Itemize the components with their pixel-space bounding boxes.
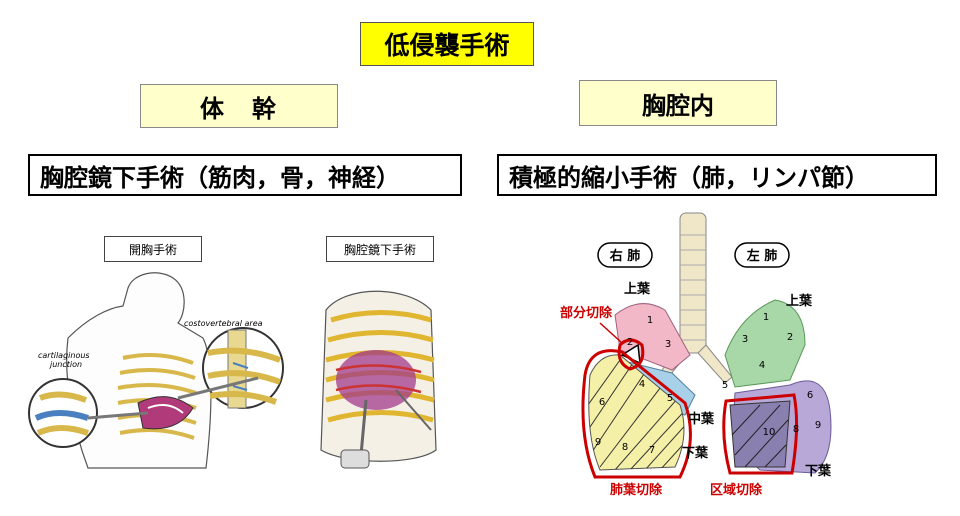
label-costovertebral: costovertebral area (184, 319, 263, 328)
seg-l-8: 8 (793, 424, 799, 435)
label-upper-lobe-left: 上葉 (786, 293, 813, 309)
seg-l-1: 1 (763, 312, 769, 323)
seg-r-2: 2 (627, 337, 633, 348)
label-segmentectomy: 区域切除 (710, 482, 763, 498)
seg-l-4: 4 (759, 360, 765, 371)
label-cartilaginous: cartilaginous (38, 351, 90, 360)
label-right-lung: 右 肺 (609, 248, 641, 264)
seg-l-5: 5 (722, 380, 728, 391)
main-title: 低侵襲手術 (360, 22, 534, 66)
seg-r-8: 8 (622, 442, 628, 453)
seg-r-5: 5 (667, 393, 673, 404)
label-lower-lobe-right: 下葉 (682, 445, 709, 461)
subtitle-limited-resection: 積極的縮小手術（肺，リンパ節） (497, 154, 937, 196)
label-lobectomy: 肺葉切除 (610, 482, 663, 498)
label-lower-lobe-left: 下葉 (805, 463, 832, 479)
category-intrathoracic: 胸腔内 (579, 80, 777, 126)
label-junction: junction (49, 360, 82, 369)
seg-l-6: 6 (807, 390, 813, 401)
seg-r-3: 3 (665, 339, 671, 350)
label-upper-lobe-right: 上葉 (624, 281, 651, 297)
seg-l-10: 10 (763, 427, 776, 438)
seg-r-4: 4 (639, 379, 645, 390)
seg-l-2: 2 (787, 332, 793, 343)
seg-l-9: 9 (815, 420, 821, 431)
label-left-lung: 左 肺 (747, 248, 778, 264)
open-thoracotomy-illustration: costovertebral area cartilaginous juncti… (28, 272, 284, 469)
seg-r-1: 1 (647, 315, 653, 326)
seg-r-6: 6 (599, 397, 605, 408)
caption-open-thoracotomy: 開胸手術 (104, 236, 202, 262)
category-trunk: 体 幹 (140, 84, 338, 128)
label-middle-lobe: 中葉 (688, 411, 715, 427)
label-partial-resection: 部分切除 (560, 305, 613, 321)
caption-thoracoscopic: 胸腔鏡下手術 (326, 236, 434, 262)
subtitle-thoracoscopic-surgery: 胸腔鏡下手術（筋肉，骨，神経） (28, 154, 462, 196)
thoracoscopic-illustration (320, 290, 437, 469)
seg-r-9: 9 (595, 437, 601, 448)
lung-segments-diagram: 右 肺 左 肺 1 2 3 4 5 6 8 9 7 1 (560, 212, 832, 498)
seg-l-3: 3 (742, 334, 748, 345)
seg-r-7: 7 (649, 445, 655, 456)
